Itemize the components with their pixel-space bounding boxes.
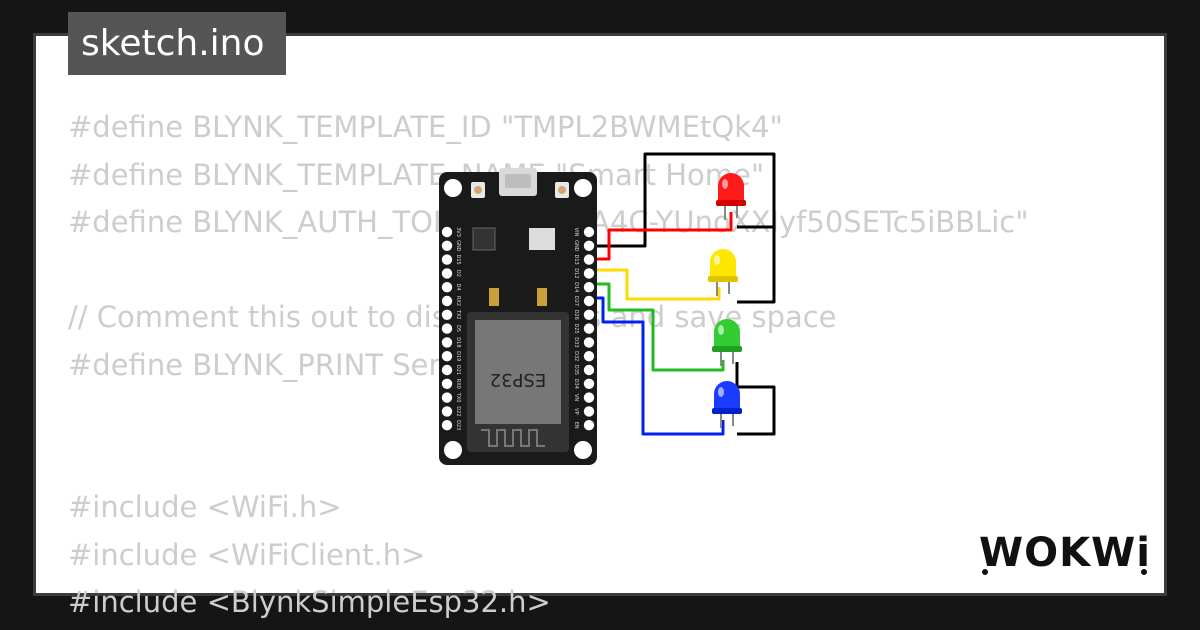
green-led[interactable] (712, 319, 742, 366)
code-line: #include <BlynkSimpleEsp32.h> (68, 585, 551, 619)
code-line: #include <WiFiClient.h> (68, 537, 426, 572)
code-preview: #define BLYNK_TEMPLATE_ID "TMPL2BWMEtQk4… (68, 104, 1029, 627)
red-led[interactable] (716, 173, 746, 220)
file-tab: sketch.ino (68, 12, 286, 75)
pin-label: D23 (455, 420, 461, 430)
code-line: #define BLYNK_TEMPLATE_ID "TMPL2BWMEtQk4… (68, 110, 783, 144)
header-pin[interactable] (583, 268, 595, 279)
pin-label: D34 (573, 379, 579, 389)
header-pin[interactable] (441, 420, 453, 431)
wire-green (595, 282, 725, 372)
pin-label: D13 (573, 254, 579, 264)
pin-label: VN (573, 394, 579, 401)
logo-text: WOKWi (979, 530, 1151, 576)
pin-label: D27 (573, 296, 579, 306)
header-pin[interactable] (583, 406, 595, 417)
pin-label: EN (573, 422, 579, 429)
pin-label: D33 (573, 337, 579, 347)
pin-label: RX0 (455, 379, 461, 389)
header-pin[interactable] (441, 351, 453, 362)
pin-label: D18 (455, 337, 461, 347)
pin-label: VP (573, 408, 579, 414)
wire-gnd (595, 152, 776, 304)
header-pin[interactable] (583, 420, 595, 431)
board-label: ESP32 (490, 369, 547, 390)
header-pin[interactable] (441, 337, 453, 348)
header-pin[interactable] (583, 323, 595, 334)
pin-label: D25 (573, 323, 579, 333)
header-pin[interactable] (441, 282, 453, 293)
pin-label: GND (455, 240, 461, 252)
header-pin[interactable] (583, 282, 595, 293)
header-pin[interactable] (441, 378, 453, 389)
project-card: #define BLYNK_TEMPLATE_ID "TMPL2BWMEtQk4… (33, 33, 1167, 619)
wires (595, 152, 776, 436)
yellow-led[interactable] (708, 249, 738, 296)
wire-blue (595, 296, 725, 436)
pin-label: RX2 (455, 296, 461, 306)
blue-led[interactable] (712, 381, 742, 428)
header-pin[interactable] (441, 323, 453, 334)
wire-gnd-3 (737, 385, 776, 436)
header-pin[interactable] (441, 295, 453, 307)
pin-label: D12 (573, 268, 579, 278)
header-pin[interactable] (583, 309, 595, 320)
wire-red (595, 212, 733, 261)
pin-label: D32 (573, 351, 579, 361)
pin-label: D19 (455, 351, 461, 361)
header-pin[interactable] (441, 364, 453, 376)
header-pin[interactable] (441, 226, 453, 238)
pin-label: D22 (455, 406, 461, 416)
header-pin[interactable] (583, 337, 595, 348)
header-pin[interactable] (583, 295, 595, 307)
pin-label: D21 (455, 365, 461, 375)
header-pin[interactable] (583, 378, 595, 389)
header-pin[interactable] (441, 268, 453, 279)
header-pin[interactable] (441, 240, 453, 251)
pin-label: D26 (573, 310, 579, 320)
pin-label: D4 (455, 284, 461, 291)
header-pin[interactable] (583, 364, 595, 376)
header-pin[interactable] (583, 226, 595, 238)
header-pin[interactable] (583, 254, 595, 265)
pin-label: D35 (573, 365, 579, 375)
header-pin[interactable] (441, 392, 453, 403)
pin-label: D5 (455, 325, 461, 332)
pin-label: TX0 (455, 392, 461, 403)
pin-label: D15 (455, 254, 461, 264)
pin-label: D14 (573, 282, 579, 292)
header-pin[interactable] (441, 406, 453, 417)
header-pin[interactable] (583, 240, 595, 251)
pin-label: 3V3 (455, 227, 461, 237)
pin-label: GND (573, 240, 579, 252)
header-pin[interactable] (583, 392, 595, 403)
wokwi-logo: WOKWi (977, 528, 1152, 578)
pin-label: D2 (455, 270, 461, 277)
header-pin[interactable] (441, 254, 453, 265)
pin-label: VIN (573, 228, 579, 237)
wire-yellow (595, 268, 721, 301)
pin-label: TX2 (455, 309, 461, 320)
header-pin[interactable] (583, 351, 595, 362)
code-line: #include <WiFi.h> (68, 490, 342, 524)
header-pin[interactable] (441, 309, 453, 320)
